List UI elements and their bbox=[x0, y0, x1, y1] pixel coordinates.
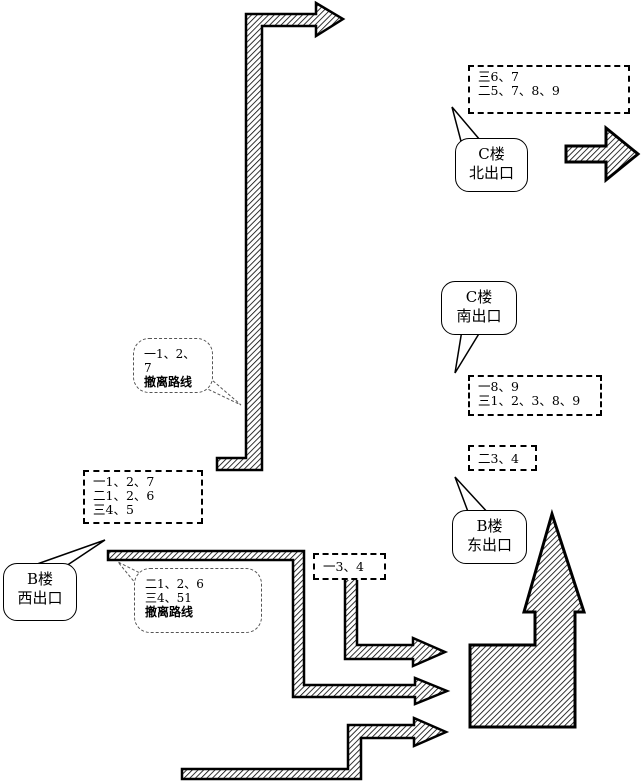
c-north-route bbox=[215, 0, 346, 472]
route-line: 一8、9 bbox=[478, 379, 519, 394]
b-west-route bbox=[106, 549, 451, 706]
route-line: 二3、4 bbox=[478, 451, 519, 466]
b-west-route-box: 一1、2、7 二1、2、6 三4、5 bbox=[83, 470, 203, 524]
note-title: 撤离路线 bbox=[144, 375, 193, 389]
exit-name: 西出口 bbox=[17, 589, 63, 607]
b-east-exit-label: B楼 东出口 bbox=[452, 510, 527, 564]
route-line: 三6、7 bbox=[478, 69, 519, 84]
note-line: 一1、2、7 bbox=[144, 347, 196, 375]
bottom-route-note: 二1、2、6 三4、51 撤离路线 bbox=[134, 568, 262, 633]
building-name: C楼 bbox=[465, 288, 493, 306]
b-west-exit-label: B楼 西出口 bbox=[3, 563, 77, 621]
exit-name: 南出口 bbox=[456, 307, 502, 325]
c-north-exit-label: C楼 北出口 bbox=[455, 138, 528, 192]
c-south-route-box: 一8、9 三1、2、3、8、9 bbox=[468, 375, 602, 416]
route-line: 三4、5 bbox=[93, 502, 134, 517]
b-east-main-arrow bbox=[468, 508, 587, 729]
route-line: 一3、4 bbox=[323, 559, 364, 574]
route-line: 二1、2、6 bbox=[93, 488, 155, 503]
building-name: C楼 bbox=[478, 145, 505, 163]
left-route-note: 一1、2、7 撤离路线 bbox=[133, 338, 213, 393]
note-line: 三4、51 bbox=[145, 591, 192, 605]
route-line: 二5、7、8、9 bbox=[478, 83, 560, 98]
b-stair-route-box: 一3、4 bbox=[313, 553, 386, 580]
exit-name: 东出口 bbox=[466, 536, 512, 554]
note-line: 二1、2、6 bbox=[145, 577, 204, 591]
c-north-exit-arrow bbox=[564, 124, 641, 184]
route-line: 一1、2、7 bbox=[93, 474, 155, 489]
bottom-route bbox=[180, 716, 450, 781]
b-stair-route bbox=[343, 576, 449, 668]
building-name: B楼 bbox=[476, 517, 503, 535]
c-south-bubble-tail bbox=[454, 329, 482, 374]
exit-name: 北出口 bbox=[468, 164, 514, 182]
building-name: B楼 bbox=[26, 570, 54, 588]
route-line: 三1、2、3、8、9 bbox=[478, 393, 581, 408]
c-north-route-box: 三6、7 二5、7、8、9 bbox=[468, 65, 630, 114]
b-east-route-box: 二3、4 bbox=[468, 445, 537, 471]
left-note-tail bbox=[194, 379, 242, 406]
c-south-exit-label: C楼 南出口 bbox=[441, 281, 517, 335]
note-title: 撤离路线 bbox=[145, 605, 194, 619]
